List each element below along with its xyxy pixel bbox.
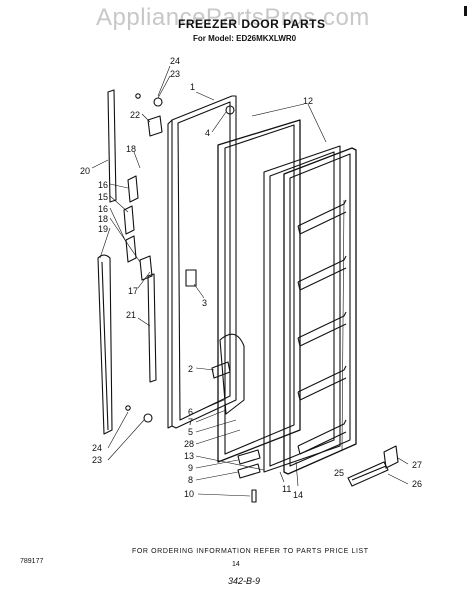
door-shelf — [297, 311, 347, 347]
lower-bracket — [219, 333, 245, 415]
handle-trim-upper — [107, 89, 117, 203]
hinge-piece — [127, 175, 139, 203]
callout: 14 — [293, 490, 303, 500]
callout: 24 — [170, 56, 180, 66]
hinge-pin-bottom — [143, 413, 153, 423]
screw — [135, 93, 141, 99]
callout: 6 — [188, 407, 193, 417]
corner-mark — [464, 6, 467, 16]
spacer — [211, 361, 231, 379]
callout: 22 — [130, 110, 140, 120]
callout: 1 — [190, 82, 195, 92]
page-number: 14 — [232, 561, 240, 568]
handle-end-cap — [383, 445, 399, 469]
handle-trim-lower — [97, 254, 113, 435]
callout: 12 — [303, 96, 313, 106]
callout: 8 — [188, 475, 193, 485]
callout: 27 — [412, 460, 422, 470]
top-hinge-cap — [147, 115, 163, 137]
hinge-piece — [125, 235, 137, 263]
callout: 28 — [184, 439, 194, 449]
callout: 4 — [205, 128, 210, 138]
callout: 17 — [128, 286, 138, 296]
screw — [125, 405, 131, 411]
callout: 9 — [188, 463, 193, 473]
callout: 11 — [282, 484, 291, 494]
door-stop-plug — [225, 105, 235, 115]
callout: 19 — [98, 224, 108, 234]
callout: 10 — [184, 489, 194, 499]
door-shelf — [297, 419, 347, 455]
callout: 16 — [98, 180, 108, 190]
callout: 18 — [98, 214, 108, 224]
callout: 16 — [98, 204, 108, 214]
callout: 5 — [188, 427, 193, 437]
document-code: 789177 — [20, 558, 44, 565]
shim-strip — [147, 273, 157, 383]
callout: 18 — [126, 144, 136, 154]
callout: 23 — [92, 455, 102, 465]
callout: 23 — [170, 69, 180, 79]
handle-bar — [347, 461, 389, 487]
screw-10 — [251, 489, 257, 503]
callout: 20 — [80, 166, 90, 176]
callout: 13 — [184, 451, 194, 461]
door-stop-block — [185, 269, 197, 287]
hinge-piece — [123, 205, 135, 235]
door-shelf — [297, 255, 347, 291]
door-shelf-frame — [283, 147, 357, 475]
callout: 24 — [92, 443, 102, 453]
watermark: AppliancePartsPros.com — [96, 4, 370, 31]
handwritten-note: 342-B-9 — [228, 576, 261, 586]
ordering-info-footer: FOR ORDERING INFORMATION REFER TO PARTS … — [132, 548, 369, 555]
diagram-title: FREEZER DOOR PARTS — [178, 17, 326, 31]
door-inner-liner — [263, 145, 341, 473]
hinge-pin-top — [153, 97, 163, 107]
callout-labels: 24 23 1 22 4 12 18 20 16 15 16 18 19 17 … — [80, 56, 422, 500]
callout: 21 — [126, 310, 136, 320]
callout: 25 — [334, 468, 344, 478]
door-shelf — [297, 199, 347, 235]
door-outer-panel — [171, 95, 237, 429]
door-shelf — [297, 365, 347, 401]
callout: 26 — [412, 479, 422, 489]
door-gasket — [217, 119, 301, 463]
bottom-bracket — [237, 463, 261, 479]
hinge-piece — [139, 255, 153, 281]
callout: 7 — [188, 417, 193, 427]
callout: 15 — [98, 192, 108, 202]
callout: 3 — [202, 298, 207, 308]
callout: 2 — [188, 364, 193, 374]
bottom-bracket — [237, 449, 261, 465]
model-label: For Model: ED26MKXLWR0 — [193, 34, 297, 43]
